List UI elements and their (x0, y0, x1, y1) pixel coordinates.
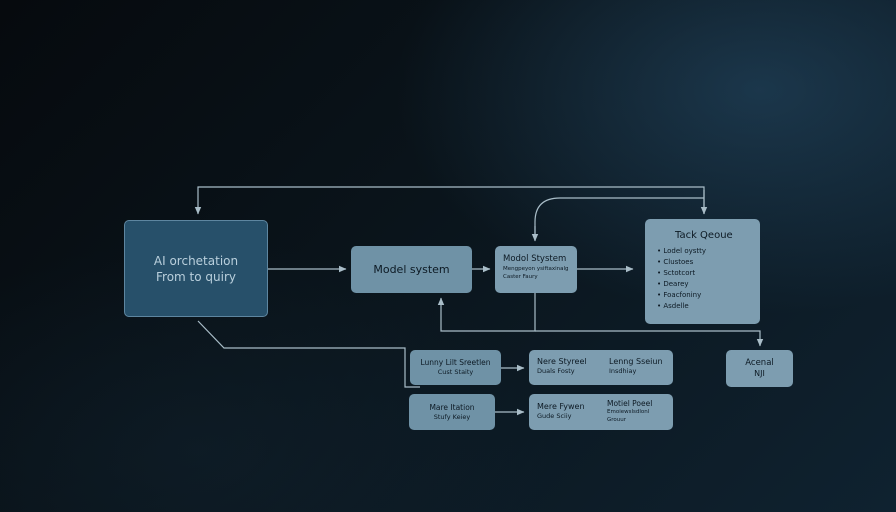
nere-styreel-right: Lenng Sseiun Insdhiay (609, 357, 663, 376)
arrow-top-loop-to-orchestration (194, 186, 705, 215)
arrow-orchestration-down (197, 320, 420, 388)
acenal-node[interactable]: Acenal NJI (726, 350, 793, 387)
task-queue-item[interactable]: • Clustoes (657, 258, 694, 266)
mere-fywen-left: Mere Fywen Gude Sciiy (537, 402, 585, 421)
task-queue-item[interactable]: • Dearey (657, 280, 689, 288)
mere-fywen-right-line2: Emoiewslsdlonl (607, 409, 650, 415)
acenal-line1: Acenal (745, 358, 774, 368)
task-queue-item-label: Foacfoniny (663, 291, 702, 299)
acenal-line2: NJI (754, 369, 765, 378)
task-queue-node[interactable]: Tack Qeoue • Lodel oystty • Clustoes • S… (645, 219, 760, 324)
mere-fywen-left-line1: Mere Fywen (537, 402, 585, 411)
nere-styreel-node[interactable]: Nere Styreel Duals Fosty Lenng Sseiun In… (529, 350, 673, 385)
mare-itation-node[interactable]: Mare Itation Stufy Keiey (409, 394, 495, 430)
model-system-label: Model system (373, 263, 450, 276)
arrow-small-model-feedback (534, 197, 704, 240)
mare-itation-line2: Stufy Keiey (433, 412, 471, 421)
task-queue-item[interactable]: • Lodel oystty (657, 247, 707, 255)
arrow-bottom-loop-to-acenal (535, 330, 764, 347)
task-queue-item-label: Dearey (663, 280, 689, 288)
task-queue-item[interactable]: • Sctotcort (657, 269, 696, 277)
ai-orchestration-line1: AI orchetation (153, 253, 239, 268)
lunny-lilt-node[interactable]: Lunny Lilt Sreetlen Cust Staity (410, 350, 501, 385)
lunny-lilt-line1: Lunny Lilt Sreetlen (420, 358, 491, 367)
task-queue-item-label: Lodel oystty (663, 247, 707, 255)
mere-fywen-node[interactable]: Mere Fywen Gude Sciiy Motiel Poeel Emoie… (529, 394, 673, 430)
task-queue-item-label: Asdelle (663, 302, 689, 310)
task-queue-list: • Lodel oystty • Clustoes • Sctotcort • … (657, 246, 760, 312)
nere-styreel-right-line2: Insdhiay (609, 367, 637, 375)
mare-itation-line1: Mare Itation (429, 402, 475, 412)
task-queue-item[interactable]: • Asdelle (657, 302, 689, 310)
ai-orchestration-line2: From to quiry (156, 269, 236, 284)
model-system-small-line2: Caster Faury (503, 274, 538, 280)
mere-fywen-right: Motiel Poeel Emoiewslsdlonl Grouur (607, 399, 652, 424)
task-queue-title: Tack Qeoue (675, 230, 733, 241)
task-queue-item-label: Clustoes (663, 258, 694, 266)
ai-orchestration-node[interactable]: AI orchetation From to quiry (124, 220, 268, 317)
nere-styreel-left-line1: Nere Styreel (537, 357, 587, 366)
mere-fywen-right-line1: Motiel Poeel (607, 399, 653, 408)
model-system-small-title: Modol Stystem (503, 254, 567, 264)
model-system-small-line1: Mengpeyon ysiftaxinalg (503, 266, 569, 272)
model-system-small-node[interactable]: Modol Stystem Mengpeyon ysiftaxinalg Cas… (495, 246, 577, 293)
lunny-lilt-line2: Cust Staity (437, 368, 474, 376)
task-queue-item-label: Sctotcort (663, 269, 696, 277)
mere-fywen-left-line2: Gude Sciiy (537, 412, 572, 420)
model-system-node[interactable]: Model system (351, 246, 472, 293)
nere-styreel-left: Nere Styreel Duals Fosty (537, 357, 587, 376)
nere-styreel-right-line1: Lenng Sseiun (609, 357, 663, 366)
arrow-bottom-loop-to-model (437, 293, 536, 332)
task-queue-item[interactable]: • Foacfoniny (657, 291, 702, 299)
nere-styreel-left-line2: Duals Fosty (537, 367, 575, 375)
mere-fywen-right-line3: Grouur (607, 417, 627, 423)
